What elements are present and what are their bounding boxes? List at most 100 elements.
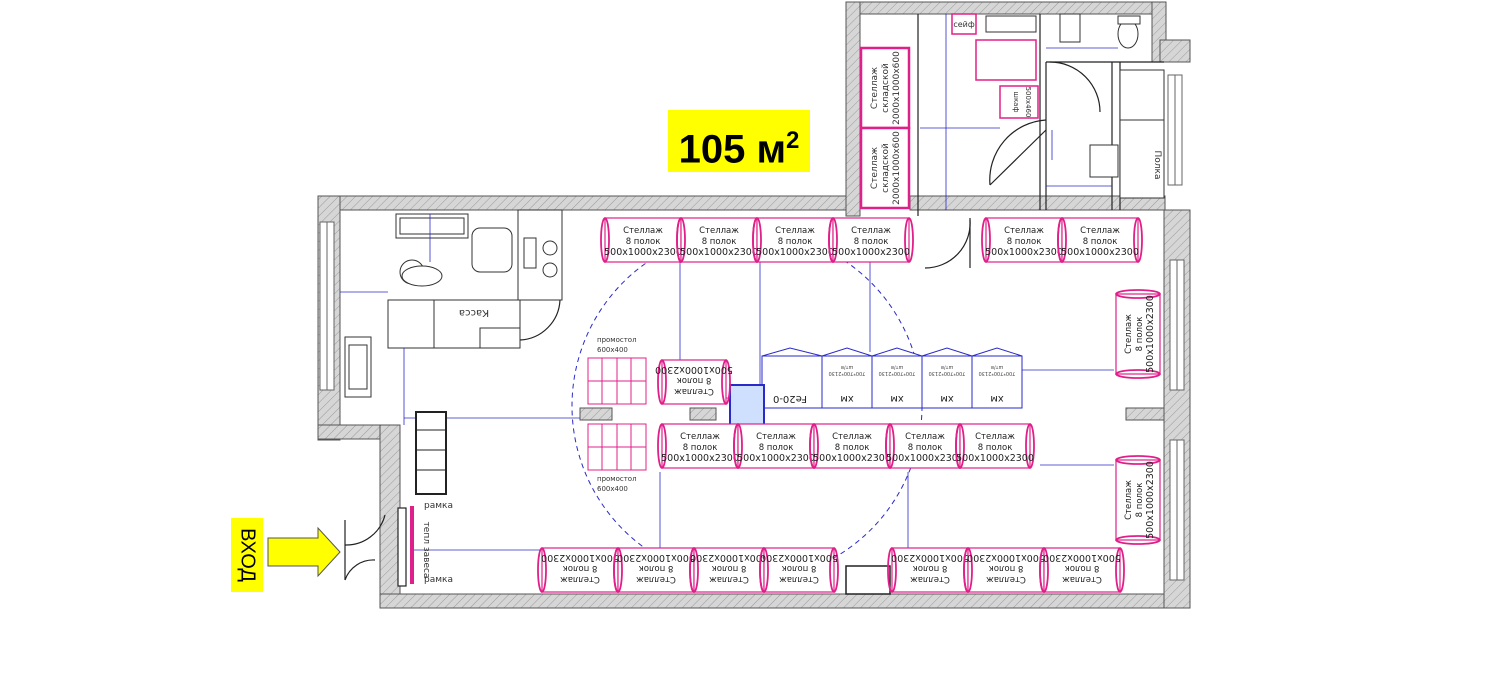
entry-arrow (267, 526, 341, 578)
rack-size: 500х1000х2300 (886, 453, 964, 464)
rack-title: Стеллаж (851, 226, 891, 236)
cash-desk-area: Касса (344, 209, 563, 398)
rack-end (887, 547, 897, 593)
rack-outline (891, 547, 969, 593)
rack-title: Стеллаж (910, 574, 950, 584)
rack-title: Стеллаж (1004, 226, 1044, 236)
rack-shelves: 8 полок (683, 443, 718, 453)
curtain-label: тепл завеса (421, 522, 431, 579)
fridge-2-size: 700*700*2130 (879, 370, 916, 376)
rack-outline (541, 547, 619, 593)
rack-end (613, 547, 623, 593)
rack-title: Стеллаж (709, 574, 749, 584)
fridge-4-size: 700*700*2130 (979, 370, 1016, 376)
rack-end (689, 547, 699, 593)
rack-end (885, 423, 895, 469)
rack-end (1133, 217, 1143, 263)
rack-end (676, 217, 686, 263)
rack-shelves: 8 полок (1065, 563, 1100, 573)
rack-title: Стеллаж (623, 226, 663, 236)
storage-rack-2-type: складской (881, 143, 891, 193)
fridge-1-unit: шт/в (841, 364, 853, 370)
rack-end (657, 359, 667, 405)
rack-size: 500х1000х2300 (617, 552, 695, 563)
rack-end (1039, 547, 1049, 593)
rack-title: Стеллаж (560, 574, 600, 584)
entrance-zone: рамка рамка тепл завеса (410, 411, 453, 585)
rack-size: 500х1000х2300 (1043, 552, 1121, 563)
rack-end (537, 547, 547, 593)
rack-shelves: 8 полок (702, 237, 737, 247)
rack-shelves: 8 полок (854, 237, 889, 247)
rack-title: Стеллаж (1080, 226, 1120, 236)
rack-size: 500х1000х2300 (756, 247, 834, 258)
storage-rack-2-title: Стеллаж (870, 147, 880, 189)
rack-end (1115, 289, 1161, 299)
rack-end (721, 359, 731, 405)
fridge-4-unit: шт/в (991, 364, 1003, 370)
rack-end (963, 547, 973, 593)
frame-label-2: рамка (424, 575, 453, 585)
fridge-row (761, 347, 1023, 409)
rack-end (1115, 455, 1161, 465)
rack-title: Стеллаж (775, 226, 815, 236)
fridge-4-label: хм (990, 393, 1003, 404)
rack-shelves: 8 полок (677, 375, 712, 385)
promo-tables (587, 357, 647, 471)
rack-shelves: 8 полок (1135, 317, 1145, 352)
storage-rack-1-title: Стеллаж (870, 67, 880, 109)
rack-size: 500х1000х2300 (737, 453, 815, 464)
rack-size: 500х1000х2300 (1145, 461, 1156, 539)
rack-end (955, 423, 965, 469)
rack-size: 500х1000х2300 (832, 247, 910, 258)
rack-shelves: 8 полок (1135, 483, 1145, 518)
rack-title: Стеллаж (832, 432, 872, 442)
rack-end (759, 547, 769, 593)
rack-shelves: 8 полок (913, 563, 948, 573)
rack-end (752, 217, 762, 263)
rack-size: 500х1000х2300 (985, 247, 1063, 258)
rack-outline (1115, 293, 1161, 375)
rack-end (1115, 535, 1161, 545)
rack-title: Стеллаж (680, 432, 720, 442)
area-unit-power: 2 (786, 127, 800, 154)
rack-end (904, 217, 914, 263)
rack-end (1115, 369, 1161, 379)
rack-end (828, 217, 838, 263)
rack-size: 500х1000х2300 (967, 552, 1045, 563)
pillar (845, 565, 891, 595)
rack-outline (832, 217, 910, 263)
entrance-label: ВХОД (236, 528, 259, 582)
cabinet-size: 500х460 (1024, 87, 1032, 118)
frame-label-1: рамка (424, 501, 453, 511)
windows (319, 74, 1185, 581)
fridge-3-size: 700*700*2130 (929, 370, 966, 376)
fridge-2-unit: шт/в (891, 364, 903, 370)
shelf-label: Полка (1152, 151, 1162, 180)
entrance-label-box: ВХОД (231, 518, 263, 592)
area-badge: 105 м2 (668, 110, 810, 172)
promo-labels: промостол 600х400 промостол 600х400 (597, 336, 637, 493)
rack-end (733, 423, 743, 469)
rack-size: 500х1000х2300 (655, 364, 733, 375)
rack-title: Стеллаж (779, 574, 819, 584)
rack-size: 500х1000х2300 (1061, 247, 1139, 258)
rack-end (1115, 547, 1125, 593)
rack-title: Стеллаж (1062, 574, 1102, 584)
storage-rack-2-size: 2000х1000х600 (892, 131, 902, 205)
safe-label: сейф (953, 20, 975, 29)
rack-shelves: 8 полок (563, 563, 598, 573)
